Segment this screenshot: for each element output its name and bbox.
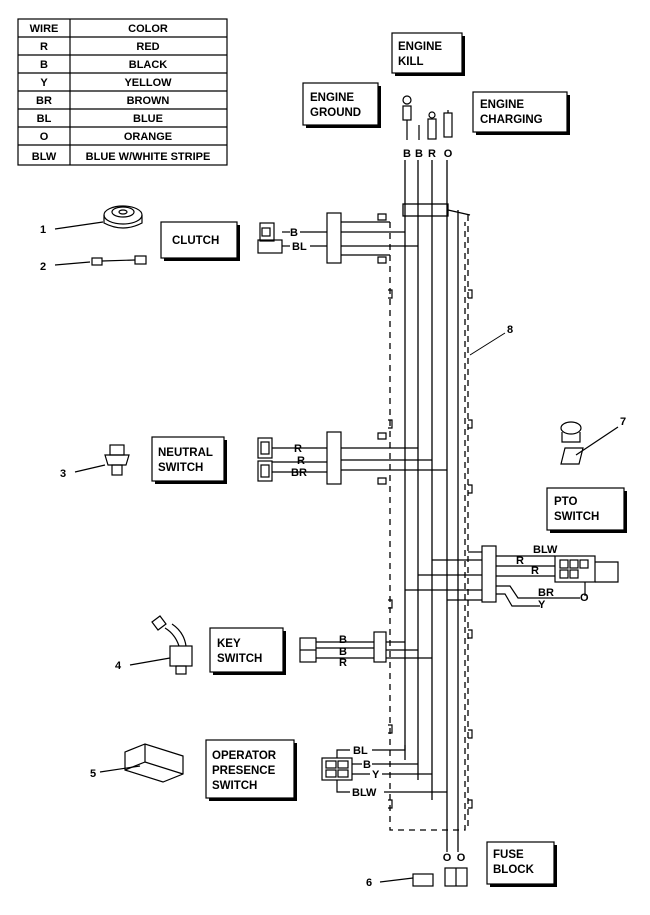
pto-wire-label: BLW xyxy=(533,544,558,556)
engine-charging-label: ENGINE xyxy=(480,99,524,111)
clutch-wire-label: B xyxy=(290,227,298,239)
neutral-switch-icon xyxy=(74,444,130,476)
callout-number: 7 xyxy=(620,416,626,428)
harness-leader xyxy=(469,332,506,356)
legend-color: BROWN xyxy=(127,95,170,107)
callout-numbers: 1 2 3 4 5 6 7 8 xyxy=(40,224,626,889)
legend-color: YELLOW xyxy=(124,77,172,89)
legend-color: BLUE W/WHITE STRIPE xyxy=(86,151,211,163)
fuse-icon xyxy=(379,873,434,887)
pto-wire-label: Y xyxy=(538,599,546,611)
callout-number: 3 xyxy=(60,468,66,480)
engine-ground-label: ENGINE xyxy=(310,92,354,104)
legend-code: BL xyxy=(37,113,52,125)
operator-presence-switch-icon xyxy=(99,743,184,783)
component-labels: ENGINE KILL ENGINE GROUND ENGINE CHARGIN… xyxy=(158,41,599,876)
clutch-wire-label: BL xyxy=(292,241,307,253)
operator-branch xyxy=(99,743,447,793)
fuse-block-label: FUSE xyxy=(493,849,524,861)
legend-header-wire: WIRE xyxy=(30,23,59,35)
operator-wire-label: Y xyxy=(372,769,380,781)
legend-code: O xyxy=(40,131,49,143)
fuse-block xyxy=(379,850,468,887)
engine-charging-label: CHARGING xyxy=(480,114,543,126)
legend-color: RED xyxy=(136,41,159,53)
engine-ground-label: GROUND xyxy=(310,107,361,119)
neutral-wire-label: BR xyxy=(291,467,307,479)
wire-color-legend xyxy=(17,18,228,166)
operator-presence-label: OPERATOR xyxy=(212,750,277,762)
key-wire-label: B xyxy=(339,646,347,658)
fuse-wire-label: O xyxy=(443,852,452,864)
neutral-switch-label: NEUTRAL xyxy=(158,447,213,459)
callout-number: 8 xyxy=(507,324,513,336)
pto-branch xyxy=(405,421,619,607)
legend-header-color: COLOR xyxy=(128,23,168,35)
key-switch-label: SWITCH xyxy=(217,653,262,665)
legend-code: BLW xyxy=(32,151,57,163)
neutral-switch-label: SWITCH xyxy=(158,462,203,474)
clutch-icon xyxy=(103,205,143,225)
clutch-branch xyxy=(54,205,418,266)
fuse-block-label: BLOCK xyxy=(493,864,535,876)
pto-switch-label: SWITCH xyxy=(554,511,599,523)
fuse-wire-label: O xyxy=(457,852,466,864)
engine-wire-label: B xyxy=(403,148,411,160)
engine-wire-label: O xyxy=(444,148,453,160)
main-harness xyxy=(389,160,471,850)
operator-presence-label: PRESENCE xyxy=(212,765,276,777)
legend-code: B xyxy=(40,59,48,71)
key-switch-icon xyxy=(129,615,193,675)
engine-terminals xyxy=(402,95,453,140)
harness-clips xyxy=(388,289,473,809)
operator-wire-labels: BL B Y BLW xyxy=(352,745,380,799)
neutral-branch xyxy=(74,431,447,485)
neutral-wire-label: R xyxy=(294,443,302,455)
engine-wire-labels: B B R O xyxy=(403,148,453,160)
key-wire-label: B xyxy=(339,634,347,646)
pto-wire-label: O xyxy=(580,592,589,604)
operator-presence-label: SWITCH xyxy=(212,780,257,792)
callout-number: 6 xyxy=(366,877,372,889)
neutral-wire-labels: R R BR xyxy=(291,443,307,479)
neutral-wire-label: R xyxy=(297,455,305,467)
legend-color: ORANGE xyxy=(124,131,172,143)
legend-code: BR xyxy=(36,95,52,107)
engine-wire-label: B xyxy=(415,148,423,160)
pto-wire-label: R xyxy=(531,565,539,577)
callout-number: 2 xyxy=(40,261,46,273)
label-boxes xyxy=(151,32,625,885)
operator-wire-label: BL xyxy=(353,745,368,757)
legend-code: R xyxy=(40,41,48,53)
operator-wire-label: BLW xyxy=(352,787,377,799)
engine-kill-label: KILL xyxy=(398,56,424,68)
clutch-wire-labels: B BL xyxy=(290,227,307,253)
callout-number: 1 xyxy=(40,224,46,236)
operator-wire-label: B xyxy=(363,759,371,771)
legend-color: BLACK xyxy=(129,59,168,71)
callout-number: 4 xyxy=(115,660,122,672)
clutch-label: CLUTCH xyxy=(172,235,219,247)
engine-wire-label: R xyxy=(428,148,436,160)
callout-number: 5 xyxy=(90,768,96,780)
key-branch xyxy=(129,615,432,675)
pto-wire-labels: BLW R R BR Y O xyxy=(516,544,589,611)
key-wire-label: R xyxy=(339,657,347,669)
fuse-wire-labels: O O xyxy=(443,852,466,864)
pto-switch-label: PTO xyxy=(554,496,577,508)
engine-kill-label: ENGINE xyxy=(398,41,442,53)
pto-switch-icon xyxy=(560,421,619,465)
pto-wire-label: R xyxy=(516,555,524,567)
legend-color: BLUE xyxy=(133,113,163,125)
key-switch-label: KEY xyxy=(217,638,241,650)
pto-wire-label: BR xyxy=(538,587,554,599)
legend-code: Y xyxy=(40,77,48,89)
key-wire-labels: B B R xyxy=(339,634,347,669)
legend-text: WIRE COLOR R RED B BLACK Y YELLOW BR BRO… xyxy=(30,23,211,163)
